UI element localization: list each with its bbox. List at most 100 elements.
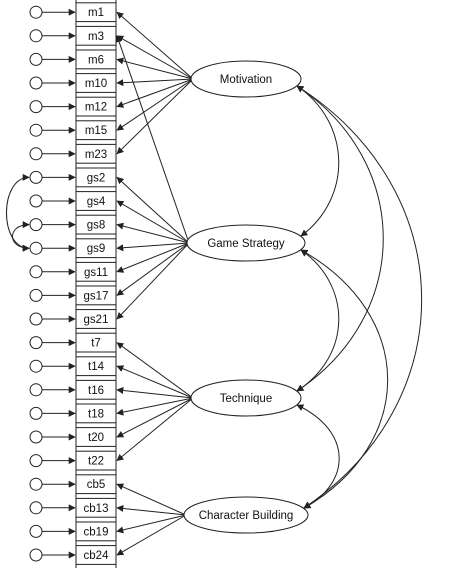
indicator-label-t7: t7 [91,338,101,350]
loading-gs17 [116,242,190,296]
indicator-box-gs11 [75,261,117,282]
error-term-cb19 [29,524,43,538]
indicator-label-t18: t18 [88,408,104,420]
error-term-m12 [29,100,43,114]
factor-label-1: Game Strategy [207,238,285,250]
error-term-t16 [29,383,43,397]
factor-ellipse-1 [186,224,306,262]
path-links [6,8,423,559]
error-term-m15 [29,123,43,137]
error-term-t14 [29,359,43,373]
indicator-box-t18 [75,403,117,424]
indicator-box-t7 [75,332,117,353]
indicator-box-t16 [75,379,117,400]
error-term-gs11 [29,265,43,279]
error-term-t7 [29,336,43,350]
loading-m10 [116,78,194,87]
loading-m12 [116,78,194,108]
loading-m3 [116,35,194,80]
error-term-gs4 [29,194,43,208]
error-term-gs2 [29,170,43,184]
error-term-t20 [29,430,43,444]
indicator-label-m6: m6 [88,54,104,66]
factor-covariance-0-1 [296,85,340,237]
indicator-label-gs21: gs21 [84,314,109,326]
loading-cb24 [116,514,187,556]
error-term-m6 [29,52,43,66]
error-term-gs8 [29,218,43,232]
indicator-label-gs8: gs8 [87,220,106,232]
factor-covariance-0-3 [296,85,423,509]
loading-gs8 [116,222,190,244]
loading-gs11 [116,242,190,273]
indicator-label-gs9: gs9 [87,243,106,255]
indicator-box-m15 [75,120,117,141]
loading-gs21 [116,242,190,320]
loading-t22 [116,397,194,462]
indicator-box-t22 [75,450,117,471]
loading-gs9 [116,242,190,252]
indicator-box-t14 [75,356,117,377]
factor-ellipse-3 [183,496,309,534]
loading-m23 [116,78,194,155]
error-term-m3 [29,29,43,43]
indicator-column: m1m3m6m10m12m15m23gs2gs4gs8gs9gs11gs17gs… [29,0,117,568]
indicator-box-m23 [75,143,117,164]
indicator-box-t20 [75,427,117,447]
indicator-label-t20: t20 [88,432,104,444]
indicator-box-m1 [75,2,117,23]
loading-m6 [116,57,194,80]
indicator-box-gs17 [75,285,117,306]
error-term-t22 [29,454,43,468]
factor-covariance-2-3 [296,404,340,509]
loading-cb13 [116,504,187,516]
indicator-box-m3 [75,25,117,46]
indicator-box-gs21 [75,309,117,329]
indicator-box-m6 [75,49,117,70]
indicator-label-t22: t22 [88,456,104,468]
indicator-box-cb24 [75,545,117,565]
indicator-box-m10 [75,73,117,93]
loading-m15 [116,78,194,131]
indicator-label-m3: m3 [88,31,104,43]
indicator-box-cb19 [75,521,117,542]
indicator-label-cb13: cb13 [84,503,109,515]
factor-covariance-0-2 [296,85,384,392]
indicator-box-gs2 [75,167,117,188]
indicator-box-gs4 [75,191,117,211]
loading-t20 [116,397,194,438]
error-covariance-gs8-gs9 [12,221,30,252]
indicator-label-gs11: gs11 [84,267,108,279]
error-term-cb13 [29,501,43,515]
indicator-box-gs9 [75,238,117,259]
factor-covariance-1-2 [296,249,340,392]
factor-ellipse-2 [190,379,302,417]
error-term-gs9 [29,241,43,255]
error-term-cb24 [29,548,43,562]
error-term-gs17 [29,288,43,302]
error-term-cb5 [29,477,43,491]
factor-label-0: Motivation [220,74,272,86]
factor-label-2: Technique [220,393,272,405]
indicator-box-cb5 [75,474,117,495]
loading-t14 [116,365,194,399]
loading-cb19 [116,514,187,534]
error-term-m23 [29,147,43,161]
loading-t7 [116,342,194,399]
error-term-m1 [29,5,43,19]
factor-ellipse-0 [190,60,302,98]
indicator-label-gs4: gs4 [87,196,106,208]
loading-cb5 [116,483,187,516]
indicator-box-gs8 [75,214,117,235]
error-term-m10 [29,76,43,90]
error-covariance-gs2-gs9 [6,173,30,252]
indicator-label-m1: m1 [88,7,104,19]
indicator-label-m23: m23 [85,149,107,161]
indicator-label-cb5: cb5 [87,479,106,491]
indicator-label-cb19: cb19 [84,526,109,538]
indicator-label-m10: m10 [85,78,107,90]
loading-t18 [116,397,194,416]
indicator-label-t14: t14 [88,361,105,373]
